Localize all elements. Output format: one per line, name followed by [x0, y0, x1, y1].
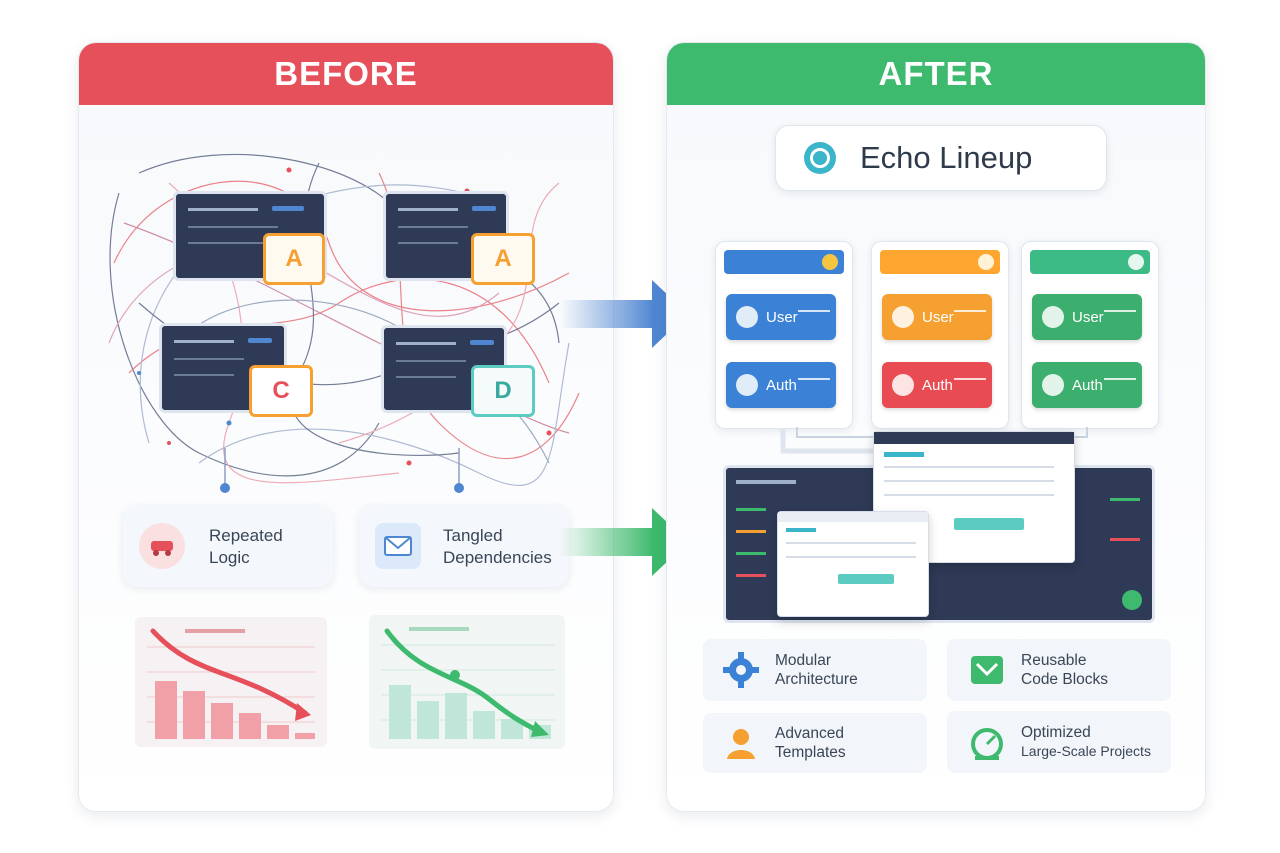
tangled-module-badge-3: C — [249, 365, 313, 417]
after-panel: AFTER Echo Lineup User Auth User — [666, 42, 1206, 812]
declining-chart-red — [135, 617, 327, 747]
feature-advanced-templates: Advanced Templates — [703, 713, 927, 773]
module-column-1: User Auth — [715, 241, 853, 429]
after-header: AFTER — [667, 43, 1205, 105]
module-1-auth-button[interactable]: Auth — [726, 362, 836, 408]
user-icon — [892, 306, 914, 328]
module-letter-4: D — [494, 377, 512, 404]
auth-icon — [892, 374, 914, 396]
feature-label-advanced-templates: Advanced Templates — [775, 725, 846, 761]
module-1-status-icon — [822, 254, 838, 270]
issue-card-repeated-logic: Repeated Logic — [123, 505, 333, 587]
module-column-3-header — [1030, 250, 1150, 274]
code-block-icon — [967, 650, 1007, 690]
issue-card-tangled-dependencies: Tangled Dependencies — [359, 505, 569, 587]
tangled-module-badge-4: D — [471, 365, 535, 417]
broken-car-icon — [139, 523, 185, 569]
module-column-2: User Auth — [871, 241, 1009, 429]
feature-label-modular-architecture: Modular Architecture — [775, 652, 858, 688]
after-title: AFTER — [878, 55, 994, 92]
tangled-module-badge-2: A — [471, 233, 535, 285]
issue-label-repeated-logic: Repeated Logic — [209, 526, 283, 567]
module-2-auth-button[interactable]: Auth — [882, 362, 992, 408]
module-2-status-icon — [978, 254, 994, 270]
user-icon — [736, 306, 758, 328]
gear-icon — [721, 650, 761, 690]
module-3-auth-button[interactable]: Auth — [1032, 362, 1142, 408]
dashboard-window-front — [873, 431, 1075, 563]
module-column-3: User Auth — [1021, 241, 1159, 429]
brand-name: Echo Lineup — [860, 140, 1033, 175]
module-2-user-button[interactable]: User — [882, 294, 992, 340]
speed-gauge-icon — [967, 722, 1007, 762]
before-title: BEFORE — [274, 55, 418, 92]
module-column-1-header — [724, 250, 844, 274]
auth-icon — [736, 374, 758, 396]
brand-pill: Echo Lineup — [775, 125, 1107, 191]
envelope-icon — [375, 523, 421, 569]
before-panel: BEFORE — [78, 42, 614, 812]
feature-optimized-large-scale: Optimized Large-Scale Projects — [947, 711, 1171, 773]
module-column-2-header — [880, 250, 1000, 274]
dashboard-window-back — [777, 511, 929, 617]
dashboard-action-icon[interactable] — [1122, 590, 1142, 610]
module-letter-3: C — [272, 377, 290, 404]
issue-label-tangled-dependencies: Tangled Dependencies — [443, 526, 552, 567]
declining-chart-green — [369, 615, 565, 749]
module-letter-2: A — [494, 245, 512, 272]
before-header: BEFORE — [79, 43, 613, 105]
feature-label-reusable-code-blocks: Reusable Code Blocks — [1021, 652, 1109, 688]
feature-modular-architecture: Modular Architecture — [703, 639, 927, 701]
feature-label-optimized-large-scale: Optimized Large-Scale Projects — [1021, 724, 1151, 759]
tangled-module-badge-1: A — [263, 233, 325, 285]
user-icon — [1042, 306, 1064, 328]
auth-icon — [1042, 374, 1064, 396]
module-3-status-icon — [1128, 254, 1144, 270]
brand-logo-icon — [804, 142, 836, 174]
feature-reusable-code-blocks: Reusable Code Blocks — [947, 639, 1171, 701]
module-letter-1: A — [285, 245, 303, 272]
person-icon — [721, 723, 761, 763]
module-1-user-button[interactable]: User — [726, 294, 836, 340]
module-3-user-button[interactable]: User — [1032, 294, 1142, 340]
